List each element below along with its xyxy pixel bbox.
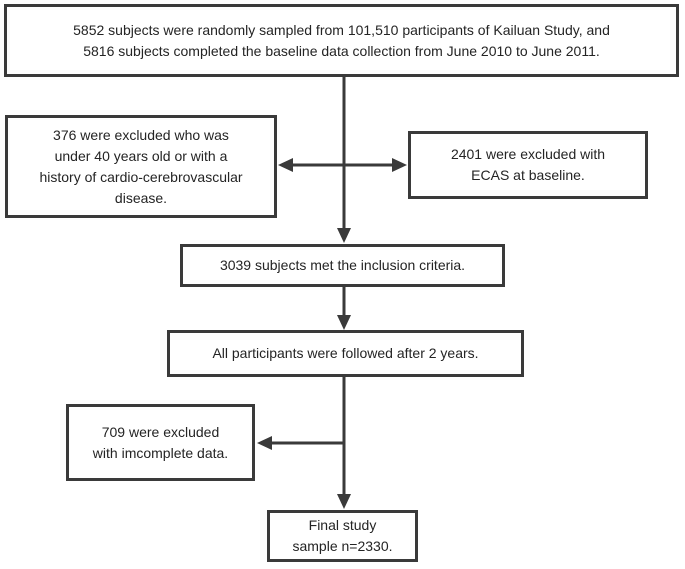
node-inclusion-criteria: 3039 subjects met the inclusion criteria… (180, 244, 505, 287)
node-excluded-ecas: 2401 were excluded with ECAS at baseline… (408, 131, 648, 199)
node-followup: All participants were followed after 2 y… (167, 330, 524, 377)
node-baseline-sampling: 5852 subjects were randomly sampled from… (4, 4, 679, 77)
arrow-branch-to-excluded-incomplete (257, 436, 344, 450)
node-final-sample: Final study sample n=2330. (267, 510, 418, 562)
node-excluded-age-history: 376 were excluded who was under 40 years… (5, 115, 277, 218)
arrow-followup-to-final (337, 377, 351, 509)
arrow-baseline-to-inclusion (337, 77, 351, 243)
arrow-branch-to-exclusions (278, 158, 407, 172)
node-excluded-incomplete-data: 709 were excluded with imcomplete data. (66, 404, 255, 481)
arrow-inclusion-to-followup (337, 287, 351, 330)
